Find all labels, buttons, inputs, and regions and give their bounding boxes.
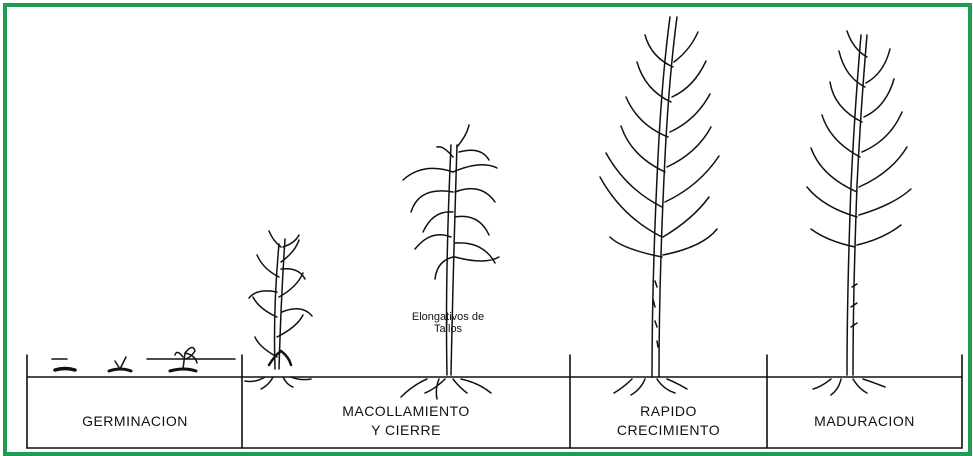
stage-label-tillering: MACOLLAMIENTO Y CIERRE: [243, 402, 569, 440]
seedling-group: [52, 347, 235, 371]
rapid-growth-plant: [600, 17, 719, 395]
stage-2-line-2: Y CIERRE: [243, 421, 569, 440]
diagram-frame: Elongativos de Tallos GERMINACION MACOLL…: [3, 3, 972, 456]
annotation-elongation: Elongativos de Tallos: [383, 311, 513, 335]
stage-2-line-1: MACOLLAMIENTO: [243, 402, 569, 421]
stage-label-rapid-growth: RAPIDO CRECIMIENTO: [571, 402, 766, 440]
tillering-plant: [245, 231, 312, 389]
annotation-line-2: Tallos: [383, 323, 513, 335]
plant-stages-illustration: [7, 7, 968, 452]
stage-3-line-2: CRECIMIENTO: [571, 421, 766, 440]
maturation-plant: [807, 31, 911, 395]
elongation-plant: [401, 125, 499, 399]
stage-label-maturation: MADURACION: [768, 412, 961, 431]
stage-3-line-1: RAPIDO: [571, 402, 766, 421]
stage-4-text: MADURACION: [814, 413, 915, 429]
stage-1-text: GERMINACION: [82, 413, 188, 429]
annotation-line-1: Elongativos de: [383, 311, 513, 323]
stage-label-germination: GERMINACION: [29, 412, 241, 431]
